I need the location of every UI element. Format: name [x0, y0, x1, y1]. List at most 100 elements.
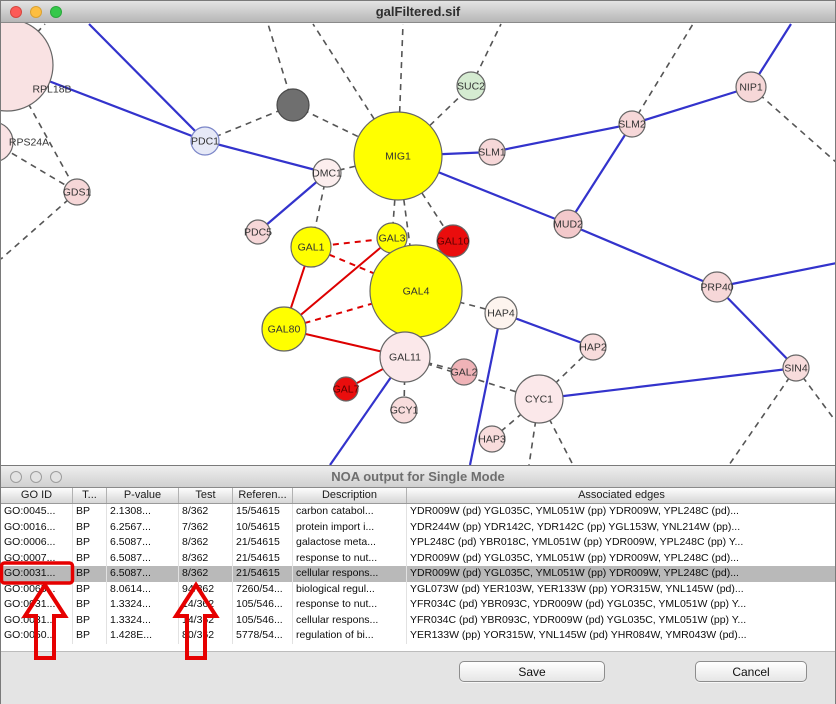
node-label: SUC2	[457, 81, 485, 93]
network-node-hap3[interactable]	[478, 425, 506, 453]
node-label: GAL11	[389, 352, 421, 364]
table-cell: GO:0031...	[1, 612, 73, 628]
network-edge[interactable]	[88, 23, 206, 142]
table-cell: regulation of bi...	[293, 628, 407, 644]
network-node-dmc1[interactable]	[312, 158, 342, 188]
table-cell: YPL248C (pd) YBR018C, YML051W (pp) YDR00…	[407, 535, 835, 551]
table-cell: 14/362	[179, 597, 233, 613]
network-node-prp40[interactable]	[701, 271, 733, 303]
network-node-gds1[interactable]	[63, 178, 91, 206]
table-cell: BP	[73, 628, 107, 644]
minimize-button[interactable]	[30, 471, 42, 483]
table-cell: BP	[73, 597, 107, 613]
network-edge[interactable]	[567, 222, 718, 289]
network-edge[interactable]	[1, 142, 78, 193]
network-node-gal2[interactable]	[450, 358, 478, 386]
network-node-gray1[interactable]	[276, 88, 310, 122]
table-cell: 5778/54...	[233, 628, 293, 644]
network-node-mud2[interactable]	[553, 209, 583, 239]
column-header-p-value[interactable]: P-value	[107, 488, 179, 503]
table-cell: BP	[73, 519, 107, 535]
network-window-titlebar[interactable]: galFiltered.sif	[1, 1, 835, 23]
network-node-rpl18b[interactable]	[1, 23, 54, 112]
network-node-gcy1[interactable]	[390, 396, 418, 424]
table-cell: 105/546...	[233, 597, 293, 613]
table-cell: protein import i...	[293, 519, 407, 535]
network-edge[interactable]	[716, 286, 797, 369]
table-cell: YDR244W (pp) YDR142C, YDR142C (pp) YGL15…	[407, 520, 835, 536]
network-node-pdc5[interactable]	[245, 219, 271, 245]
network-edge[interactable]	[567, 123, 633, 225]
network-node-gal80[interactable]	[261, 306, 307, 352]
network-edge[interactable]	[257, 172, 328, 233]
table-cell: YER133W (pp) YOR315W, YNL145W (pd) YHR08…	[407, 628, 835, 644]
zoom-button[interactable]	[50, 6, 62, 18]
network-edge[interactable]	[1, 191, 78, 260]
network-node-gal1[interactable]	[290, 226, 332, 268]
network-node-hap2[interactable]	[579, 333, 607, 361]
network-graph[interactable]: RPL18BRPS24AGDS1PDC1MIG1SUC2SLM1SLM2NIP1…	[1, 23, 835, 465]
network-edge[interactable]	[204, 139, 328, 175]
column-header-associated-edges[interactable]: Associated edges	[407, 488, 836, 503]
node-label: DMC1	[312, 168, 342, 180]
table-cell: cellular respons...	[293, 566, 407, 582]
column-header-referen[interactable]: Referen...	[233, 488, 293, 503]
network-node-pdc1[interactable]	[190, 126, 220, 156]
network-edge[interactable]	[716, 262, 835, 289]
network-edge[interactable]	[538, 366, 797, 401]
network-node-gal7[interactable]	[333, 376, 359, 402]
network-node-slm2[interactable]	[618, 110, 646, 138]
column-header-t[interactable]: T...	[73, 488, 107, 503]
network-edge[interactable]	[283, 237, 393, 330]
network-node-nip1[interactable]	[735, 71, 767, 103]
network-edge[interactable]	[750, 86, 835, 163]
network-edge[interactable]	[468, 312, 503, 465]
node-label: CYC1	[525, 394, 553, 406]
network-node-slm1[interactable]	[478, 138, 506, 166]
node-label: GAL3	[379, 233, 406, 245]
network-node-sin4[interactable]	[782, 354, 810, 382]
network-edge[interactable]	[491, 122, 633, 154]
network-edge[interactable]	[292, 104, 399, 157]
node-label: GAL1	[298, 242, 325, 254]
table-cell: 8.0614...	[107, 581, 179, 597]
network-node-gal11[interactable]	[379, 331, 431, 383]
network-node-mig1[interactable]	[353, 111, 443, 201]
noa-window-titlebar[interactable]: NOA output for Single Mode	[1, 466, 835, 488]
network-node-hap4[interactable]	[484, 296, 518, 330]
column-header-description[interactable]: Description	[293, 488, 407, 503]
network-node-cyc1[interactable]	[514, 374, 564, 424]
column-header-test[interactable]: Test	[179, 488, 233, 503]
close-button[interactable]	[10, 471, 22, 483]
save-button[interactable]: Save	[459, 661, 605, 682]
node-label: RPL18B	[32, 84, 71, 96]
table-cell: response to nut...	[293, 550, 407, 566]
network-edge[interactable]	[631, 85, 752, 126]
close-button[interactable]	[10, 6, 22, 18]
table-cell: cellular respons...	[293, 612, 407, 628]
network-edge[interactable]	[728, 367, 797, 465]
network-node-rps24a[interactable]	[1, 122, 14, 162]
cancel-button[interactable]: Cancel	[695, 661, 807, 682]
table-cell: 1.3324...	[107, 597, 179, 613]
network-edge[interactable]	[631, 23, 694, 125]
zoom-button[interactable]	[50, 471, 62, 483]
node-label: HAP3	[478, 434, 506, 446]
network-edge[interactable]	[310, 246, 417, 292]
column-header-go-id[interactable]: GO ID	[1, 488, 73, 503]
network-node-gal10[interactable]	[436, 224, 470, 258]
minimize-button[interactable]	[30, 6, 42, 18]
table-cell: 21/54615	[233, 566, 293, 582]
network-node-suc2[interactable]	[456, 71, 486, 101]
